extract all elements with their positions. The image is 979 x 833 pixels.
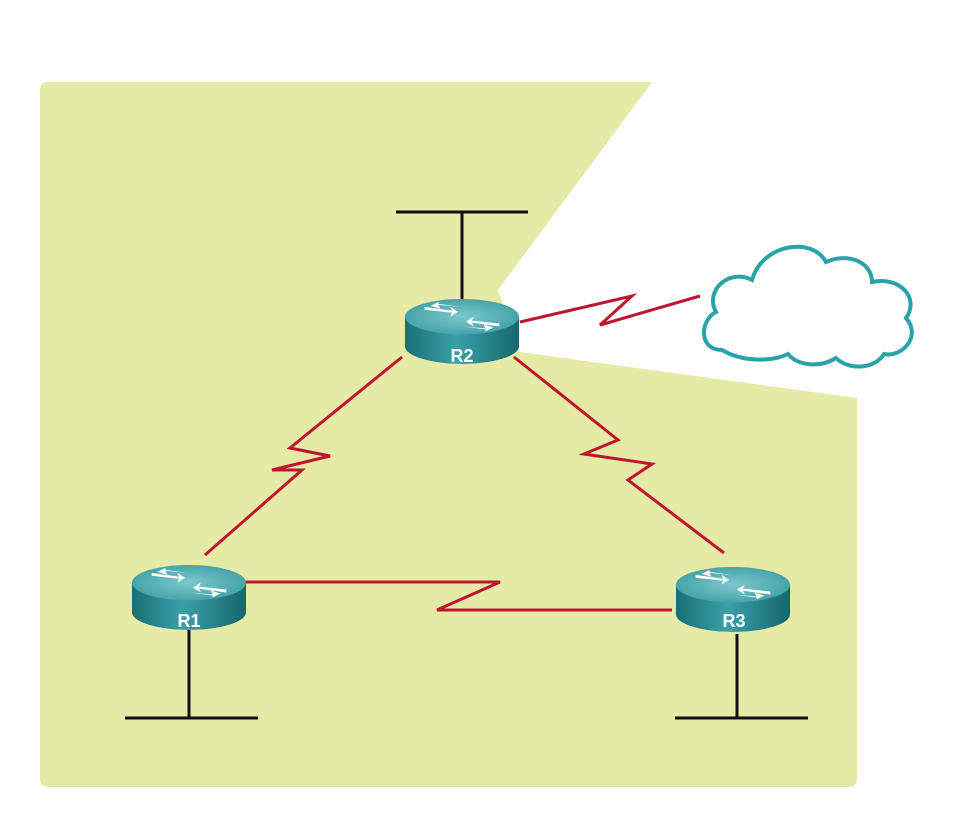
router-r3[interactable]: R3 xyxy=(675,566,791,632)
lan-r3 xyxy=(675,634,808,720)
lan-r2 xyxy=(396,210,528,300)
serial-link-r1-r2 xyxy=(204,355,403,557)
lan-r1 xyxy=(125,630,258,720)
cloud-icon xyxy=(702,244,914,369)
router-r1-label: R1 xyxy=(177,611,200,631)
router-r2[interactable]: R2 xyxy=(404,298,520,366)
router-r2-label: R2 xyxy=(450,346,473,366)
serial-link-r1-r3 xyxy=(245,580,672,612)
router-r3-label: R3 xyxy=(722,611,745,631)
routing-area-shape xyxy=(40,82,857,787)
serial-link-r2-cloud xyxy=(519,293,701,327)
serial-link-r2-r3 xyxy=(513,355,725,555)
router-r1[interactable]: R1 xyxy=(131,564,247,631)
